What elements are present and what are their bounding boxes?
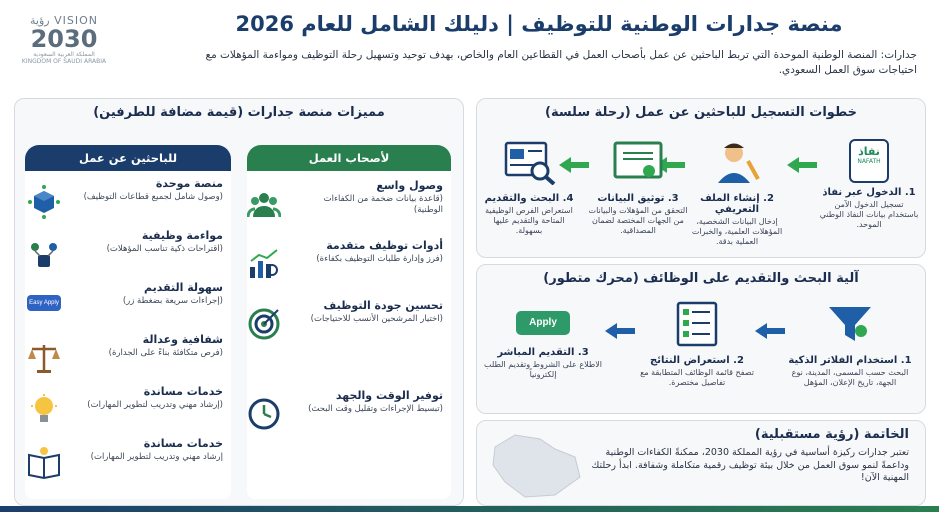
- book-icon: [28, 447, 60, 479]
- search-mechanism-panel: آلية البحث والتقديم على الوظائف (محرك مت…: [476, 264, 926, 414]
- step-heading: 1. الدخول عبر نفاذ: [822, 187, 916, 198]
- conclusion-title: الخاتمة (رؤية مستقبلية): [754, 427, 909, 442]
- mechanism-step: 2. استعراض النتائج تصفح قائمة الوظائف ال…: [637, 301, 757, 413]
- step-desc: تسجيل الدخول الآمن باستخدام بيانات النفا…: [819, 200, 919, 229]
- feature-desc: (فرز وإدارة طلبات التوظيف بكفاءة): [316, 254, 443, 264]
- feature-desc: (إجراءات سريعة بضغطة زر): [122, 296, 223, 306]
- analytics-chart-icon: [250, 249, 278, 278]
- step-desc: استعراض الفرص الوظيفية المتاحة والتقديم …: [485, 206, 573, 235]
- feature-heading: تحسين جودة التوظيف: [323, 299, 443, 312]
- seeker-feature: شفافية وعدالة (فرص متكافئة بناءً على الج…: [23, 333, 223, 385]
- arrow-icon: [605, 323, 635, 339]
- employer-feature: تحسين جودة التوظيف (اختيار المرشحين الأن…: [243, 299, 443, 351]
- conclusion-text: تعتبر جدارات ركيزة أساسية في رؤية المملك…: [591, 447, 910, 483]
- nafath-icon: نفاذ NAFATH: [849, 139, 889, 183]
- feature-heading: توفير الوقت والجهد: [335, 389, 443, 402]
- conclusion-panel: الخاتمة (رؤية مستقبلية) تعتبر جدارات ركي…: [476, 420, 926, 506]
- arrow-icon: [559, 157, 589, 173]
- step-card: نفاذ NAFATH 1. الدخول عبر نفاذ تسجيل الد…: [819, 139, 919, 251]
- feature-heading: شفافية وعدالة: [142, 333, 223, 346]
- feature-desc: (فرص متكافئة بناءً على الجدارة): [108, 348, 223, 358]
- step-heading: 3. توثيق البيانات: [597, 193, 679, 204]
- feature-desc: إرشاد مهني وتدريب لتطوير المهارات): [90, 452, 223, 462]
- steps-title: خطوات التسجيل للباحثين عن عمل (رحلة سلسة…: [545, 105, 857, 120]
- employers-header: لأصحاب العمل: [247, 145, 451, 171]
- feature-desc: (قاعدة بيانات ضخمة من الكفاءات الوطنية): [323, 194, 443, 215]
- step-heading: 1. استخدام الفلاتر الذكية: [788, 355, 912, 366]
- footer-bar: [0, 506, 939, 512]
- profile-edit-icon: [718, 143, 760, 183]
- saudi-map-icon: [492, 434, 581, 498]
- lightbulb-icon: [31, 394, 57, 422]
- feature-desc: (وصول شامل لجميع قطاعات التوظيف): [83, 192, 223, 202]
- registration-steps-panel: خطوات التسجيل للباحثين عن عمل (رحلة سلسة…: [476, 98, 926, 258]
- step-desc: البحث حسب المسمى، المدينة، نوع الجهة، تا…: [791, 368, 909, 387]
- feature-heading: سهولة التقديم: [143, 281, 223, 294]
- step-heading: 2. استعراض النتائج: [650, 355, 744, 366]
- seeker-feature: سهولة التقديم (إجراءات سريعة بضغطة زر) E…: [23, 281, 223, 333]
- target-icon: [248, 308, 280, 340]
- feature-desc: (إرشاد مهني وتدريب لتطوير المهارات): [87, 400, 223, 410]
- employer-feature: توفير الوقت والجهد (تبسيط الإجراءات وتقل…: [243, 389, 443, 441]
- feature-heading: خدمات مساندة: [143, 437, 223, 450]
- feature-desc: (اقتراحات ذكية تناسب المؤهلات): [106, 244, 223, 254]
- features-panel: مميزات منصة جدارات (قيمة مضافة للطرفين) …: [14, 98, 464, 506]
- step-card: 3. توثيق البيانات التحقق من المؤهلات وال…: [583, 139, 693, 251]
- step-heading: 2. إنشاء الملف التعريفي: [700, 193, 774, 215]
- feature-desc: (اختيار المرشحين الأنسب للاحتياجات): [310, 314, 443, 324]
- seekers-column: منصة موحدة (وصول شامل لجميع قطاعات التوظ…: [25, 171, 231, 499]
- feature-heading: منصة موحدة: [155, 177, 223, 190]
- mechanism-step: Apply 3. التقديم المباشر الاطلاع على الش…: [483, 301, 603, 413]
- filter-funnel-icon: [829, 307, 871, 341]
- vision-2030-logo: VISION رؤية 2030 المملكة العربية السعودي…: [14, 14, 114, 76]
- step-heading: 4. البحث والتقديم: [484, 193, 574, 204]
- certificate-icon: [613, 141, 663, 179]
- intro-text: جدارات: المنصة الوطنية الموحدة التي تربط…: [205, 49, 918, 76]
- step-desc: تصفح قائمة الوظائف المتطابقة مع تفاصيل م…: [640, 368, 754, 387]
- step-card: 4. البحث والتقديم استعراض الفرص الوظيفية…: [479, 139, 579, 251]
- seeker-feature: خدمات مساندة (إرشاد مهني وتدريب لتطوير ا…: [23, 385, 223, 437]
- arrow-icon: [787, 157, 817, 173]
- employers-column: وصول واسع (قاعدة بيانات ضخمة من الكفاءات…: [247, 171, 451, 499]
- logo-vision-text: VISION رؤية: [30, 14, 98, 27]
- seeker-feature: خدمات مساندة إرشاد مهني وتدريب لتطوير ال…: [23, 437, 223, 489]
- ai-match-icon: [31, 243, 57, 267]
- logo-year: 2030: [30, 25, 98, 53]
- feature-heading: مواءمة وظيفية: [141, 229, 223, 242]
- page-title: منصة جدارات الوطنية للتوظيف | دليلك الشا…: [235, 12, 843, 36]
- results-list-icon: [676, 301, 718, 347]
- scales-icon: [28, 345, 60, 373]
- feature-desc: (تبسيط الإجراءات وتقليل وقت البحث): [308, 404, 443, 414]
- employer-feature: أدوات توظيف متقدمة (فرز وإدارة طلبات الت…: [243, 239, 443, 291]
- nafath-badge-ar: نفاذ: [858, 145, 880, 158]
- feature-heading: خدمات مساندة: [143, 385, 223, 398]
- mechanism-step: 1. استخدام الفلاتر الذكية البحث حسب المس…: [785, 301, 915, 413]
- seekers-header: للباحثين عن عمل: [25, 145, 231, 171]
- seeker-feature: مواءمة وظيفية (اقتراحات ذكية تناسب المؤه…: [23, 229, 223, 281]
- feature-heading: أدوات توظيف متقدمة: [326, 239, 443, 252]
- employer-feature: وصول واسع (قاعدة بيانات ضخمة من الكفاءات…: [243, 179, 443, 231]
- logo-subtitle-en: KINGDOM OF SAUDI ARABIA: [21, 58, 107, 65]
- step-card: 2. إنشاء الملف التعريفي إدخال البيانات ا…: [687, 139, 787, 251]
- features-title: مميزات منصة جدارات (قيمة مضافة للطرفين): [93, 105, 385, 120]
- mechanism-title: آلية البحث والتقديم على الوظائف (محرك مت…: [543, 271, 859, 286]
- step-desc: التحقق من المؤهلات والبيانات من الجهات ا…: [588, 206, 688, 235]
- people-group-icon: [247, 193, 281, 218]
- search-web-icon: [504, 141, 556, 186]
- step-desc: الاطلاع على الشروط وتقديم الطلب إلكتروني…: [483, 360, 603, 379]
- clock-icon: [248, 398, 280, 430]
- nafath-badge-en: NAFATH: [857, 158, 881, 165]
- seeker-feature: منصة موحدة (وصول شامل لجميع قطاعات التوظ…: [23, 177, 223, 229]
- apply-button-icon: Apply: [516, 311, 570, 335]
- step-desc: إدخال البيانات الشخصية، المؤهلات العلمية…: [691, 217, 783, 246]
- feature-heading: وصول واسع: [376, 179, 443, 192]
- easy-apply-icon: Easy Apply: [27, 295, 61, 311]
- step-heading: 3. التقديم المباشر: [497, 347, 589, 358]
- arrow-icon: [755, 323, 785, 339]
- cube-network-icon: [28, 185, 60, 219]
- logo-subtitle-ar: المملكة العربية السعودية: [33, 51, 95, 58]
